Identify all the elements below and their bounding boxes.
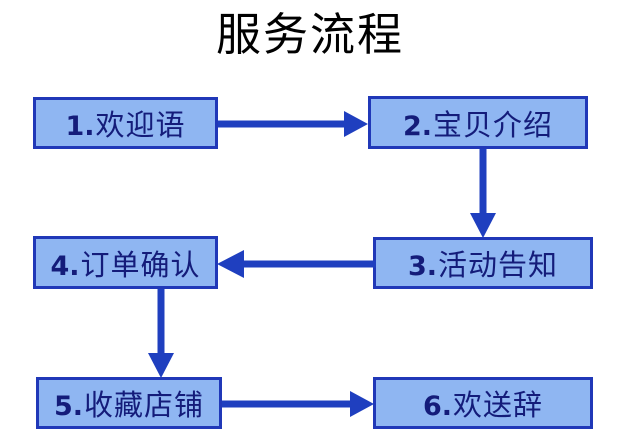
flow-node-3[interactable]: 3.活动告知 [373, 237, 593, 289]
arrow-node1-to-node2 [218, 104, 370, 144]
flow-node-3-label: 3.活动告知 [408, 242, 558, 284]
arrow-node2-to-node3 [462, 149, 504, 239]
flow-node-2-text: 宝贝介绍 [433, 107, 554, 142]
arrow-node5-to-node6 [222, 384, 376, 424]
arrow-node3-to-node4 [216, 244, 376, 284]
arrow-node4-to-node5 [140, 289, 182, 379]
flow-node-4[interactable]: 4.订单确认 [33, 236, 218, 289]
flow-node-4-number: 4. [50, 250, 80, 282]
flow-node-5-text: 收藏店铺 [84, 388, 205, 422]
flow-node-6[interactable]: 6.欢送辞 [373, 377, 593, 429]
flow-node-6-text: 欢送辞 [453, 388, 544, 422]
flow-node-1-text: 欢迎语 [95, 108, 186, 142]
flow-node-4-label: 4.订单确认 [50, 242, 200, 284]
flow-node-1-number: 1. [65, 111, 95, 142]
flow-node-5[interactable]: 5.收藏店铺 [36, 377, 222, 429]
page-title: 服务流程 [215, 8, 404, 61]
flow-node-2-number: 2. [402, 110, 433, 142]
flow-node-5-label: 5.收藏店铺 [54, 382, 204, 424]
flow-node-1-label: 1.欢迎语 [65, 102, 185, 144]
flow-node-5-number: 5. [53, 391, 84, 422]
flow-node-6-label: 6.欢送辞 [423, 382, 543, 424]
flow-node-3-text: 活动告知 [438, 248, 559, 282]
flow-node-1[interactable]: 1.欢迎语 [33, 97, 218, 149]
flow-node-4-text: 订单确认 [80, 247, 201, 282]
flow-node-6-number: 6. [422, 391, 453, 422]
flow-node-3-number: 3. [407, 251, 438, 282]
flow-node-2-label: 2.宝贝介绍 [403, 102, 553, 144]
flow-node-2[interactable]: 2.宝贝介绍 [368, 96, 588, 149]
